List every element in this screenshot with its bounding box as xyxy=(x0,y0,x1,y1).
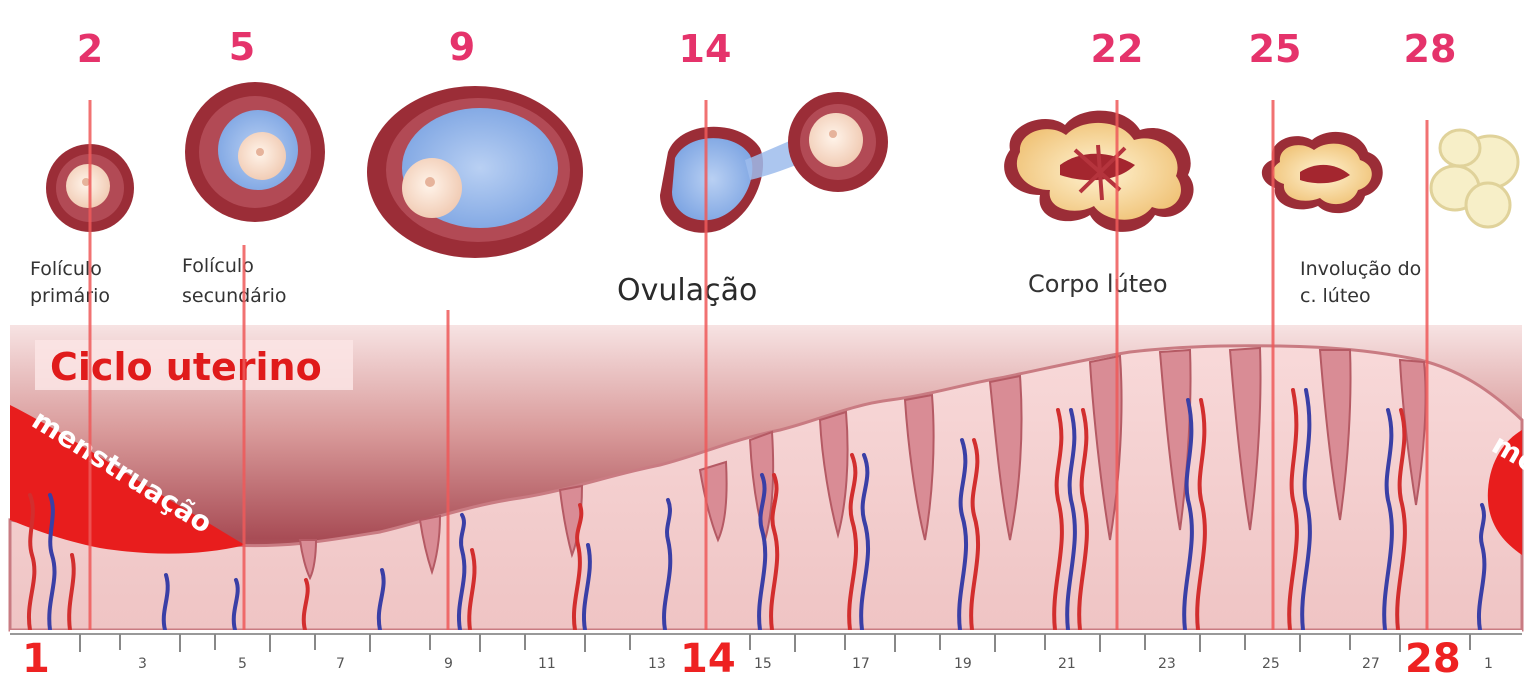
tertiary-follicle xyxy=(367,86,583,258)
day-label-14: 14 xyxy=(679,27,732,71)
axis-day-28: 28 xyxy=(1405,636,1461,680)
axis-day-14: 14 xyxy=(680,636,736,680)
axis-tick-7: 7 xyxy=(336,656,345,672)
axis-tick-25: 25 xyxy=(1262,656,1280,672)
axis-tick-21: 21 xyxy=(1058,656,1076,672)
secondary-follicle-label-line2: secundário xyxy=(182,285,287,307)
day-label-28: 28 xyxy=(1404,27,1457,71)
corpus-luteum xyxy=(1004,111,1193,232)
axis-tick-27: 27 xyxy=(1362,656,1380,672)
corpus-albicans xyxy=(1431,130,1518,227)
primary-follicle-label-line2: primário xyxy=(30,285,110,307)
day-label-5: 5 xyxy=(229,25,255,69)
axis-tick-3: 3 xyxy=(138,656,147,672)
day-label-2: 2 xyxy=(77,27,103,71)
axis-tick-15: 15 xyxy=(754,656,772,672)
corpus-luteum-label: Corpo lúteo xyxy=(1028,270,1168,298)
day-axis: 1 3 5 7 9 11 13 14 15 17 19 21 23 25 xyxy=(10,630,1522,680)
day-label-25: 25 xyxy=(1249,27,1302,71)
axis-tick-13: 13 xyxy=(648,656,666,672)
axis-tick-19: 19 xyxy=(954,656,972,672)
axis-tick-17: 17 xyxy=(852,656,870,672)
day-label-9: 9 xyxy=(449,25,475,69)
axis-tick-next-1: 1 xyxy=(1484,656,1493,672)
axis-tick-9: 9 xyxy=(444,656,453,672)
ovulation-label: Ovulação xyxy=(617,273,757,308)
axis-tick-11: 11 xyxy=(538,656,556,672)
axis-tick-5: 5 xyxy=(238,656,247,672)
regressing-corpus-luteum xyxy=(1262,132,1383,213)
captions: Folículo primário Folículo secundário Ov… xyxy=(30,255,1421,308)
axis-day-1: 1 xyxy=(22,636,50,680)
axis-tick-23: 23 xyxy=(1158,656,1176,672)
ovulation-follicle xyxy=(660,92,888,233)
ovarian-cycle xyxy=(46,82,1518,258)
involution-label-line2: c. lúteo xyxy=(1300,285,1371,307)
phase-day-labels: 2 5 9 14 22 25 28 xyxy=(77,25,1457,71)
involution-label-line1: Involução do xyxy=(1300,258,1421,280)
day-label-22: 22 xyxy=(1091,27,1144,71)
secondary-follicle xyxy=(185,82,325,222)
uterine-cycle: Ciclo uterino menstruação me xyxy=(10,325,1525,630)
